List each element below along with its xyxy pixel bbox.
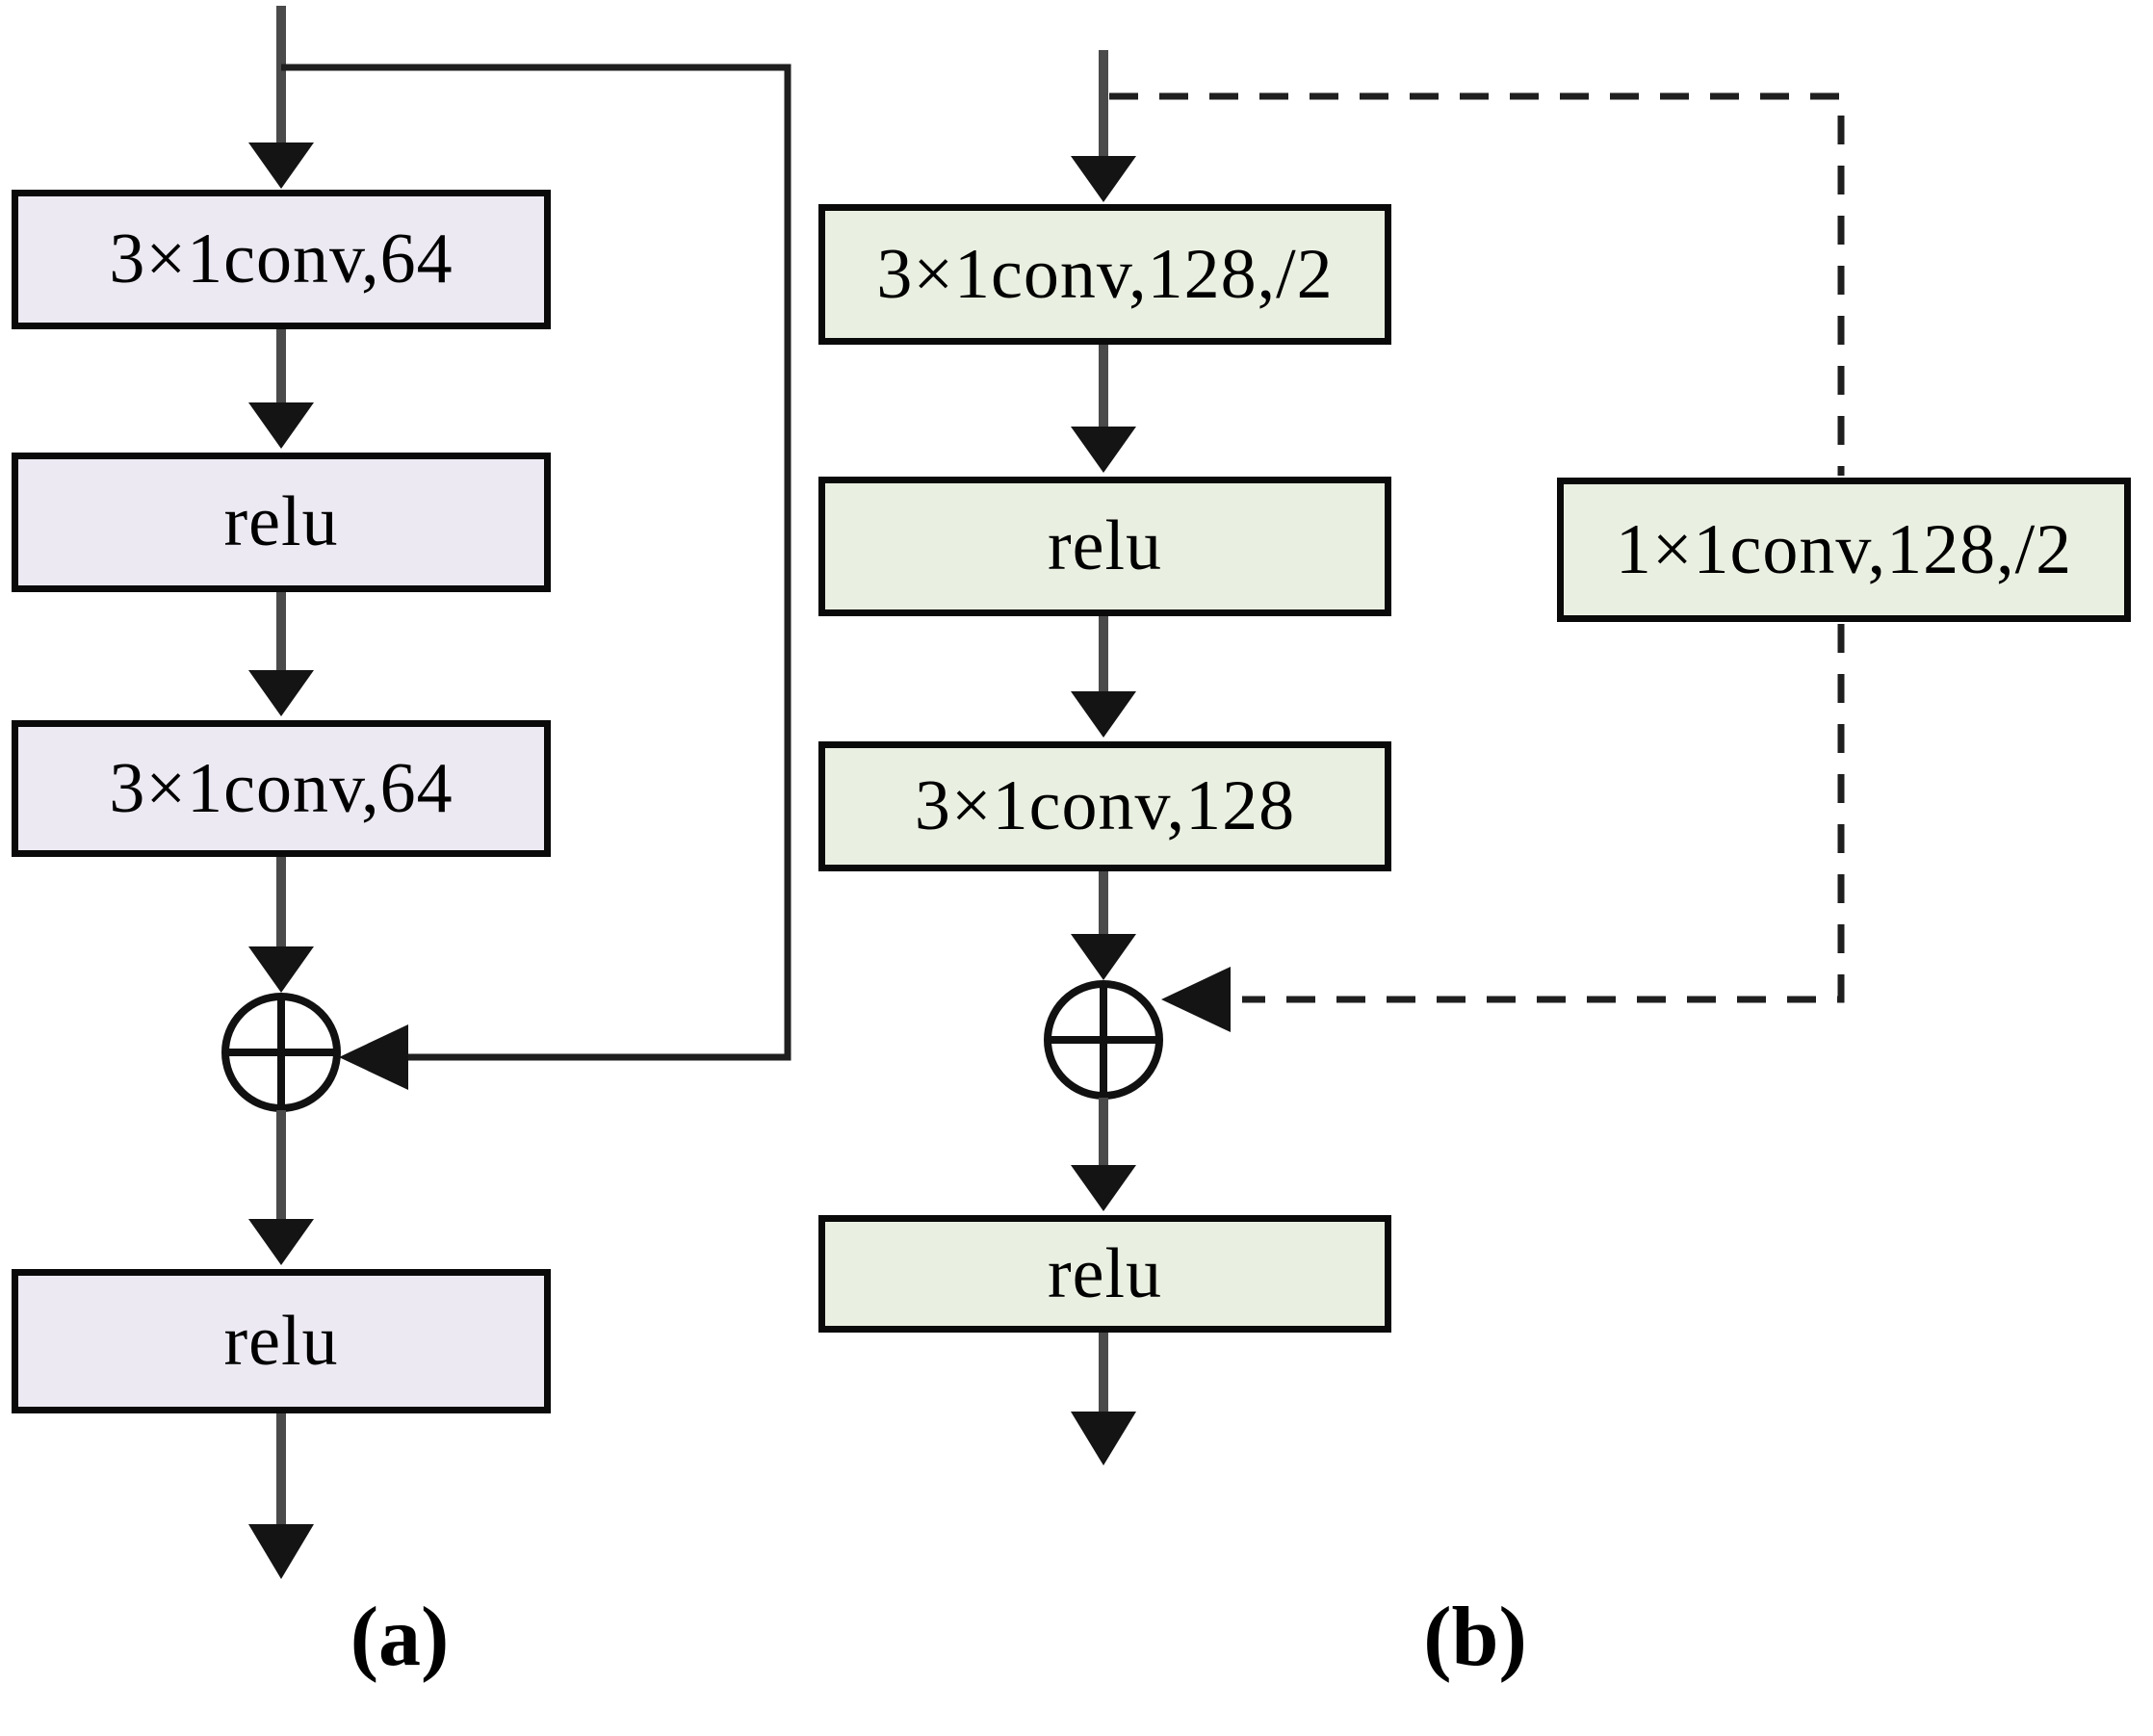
exit-arrow-b <box>1071 1333 1136 1465</box>
conv-block-b3: 3×1conv,128 <box>818 741 1391 871</box>
arrowhead-icon <box>248 946 314 993</box>
flow-arrow-b3-sum <box>1071 871 1136 980</box>
skip-line-b-lower <box>1161 624 1845 1032</box>
conv-block-a3: 3×1conv,64 <box>12 720 551 857</box>
sum-junction-a <box>221 993 341 1112</box>
flow-arrow-sum-b4 <box>1071 1098 1136 1211</box>
relu-block-b2: relu <box>818 477 1391 616</box>
arrowhead-icon <box>248 1219 314 1265</box>
flow-arrow-b1-b2 <box>1071 345 1136 473</box>
relu-block-a2: relu <box>12 453 551 592</box>
arrowhead-icon <box>1071 691 1136 738</box>
flow-arrow-a2-a3 <box>248 592 314 716</box>
conv-block-a1: 3×1conv,64 <box>12 190 551 329</box>
skip-conv-block-b: 1×1conv,128,/2 <box>1557 478 2131 622</box>
flow-arrow-a1-a2 <box>248 329 314 449</box>
entry-arrow-b <box>1071 50 1136 202</box>
skip-line-a <box>281 64 791 1090</box>
arrowhead-icon <box>1071 1412 1136 1465</box>
arrowhead-icon <box>248 1524 314 1579</box>
flow-arrow-b2-b3 <box>1071 616 1136 738</box>
arrowhead-icon <box>339 1024 408 1090</box>
arrowhead-icon <box>1071 1165 1136 1211</box>
arrowhead-icon <box>1071 427 1136 473</box>
arrowhead-icon <box>248 670 314 716</box>
panel-a-label: (a) <box>350 1591 450 1684</box>
sum-junction-b <box>1044 980 1163 1100</box>
arrowhead-icon <box>1161 967 1231 1032</box>
panel-b-label: (b) <box>1423 1591 1527 1684</box>
exit-arrow-a <box>248 1413 314 1579</box>
conv-block-b1: 3×1conv,128,/2 <box>818 204 1391 345</box>
flow-arrow-a3-sum <box>248 857 314 993</box>
entry-arrow-a <box>248 6 314 189</box>
arrowhead-icon <box>248 402 314 449</box>
flow-arrow-sum-a4 <box>248 1110 314 1265</box>
arrowhead-icon <box>1071 934 1136 980</box>
relu-block-b4: relu <box>818 1215 1391 1333</box>
arrowhead-icon <box>248 143 314 189</box>
arrowhead-icon <box>1071 156 1136 202</box>
relu-block-a4: relu <box>12 1269 551 1413</box>
